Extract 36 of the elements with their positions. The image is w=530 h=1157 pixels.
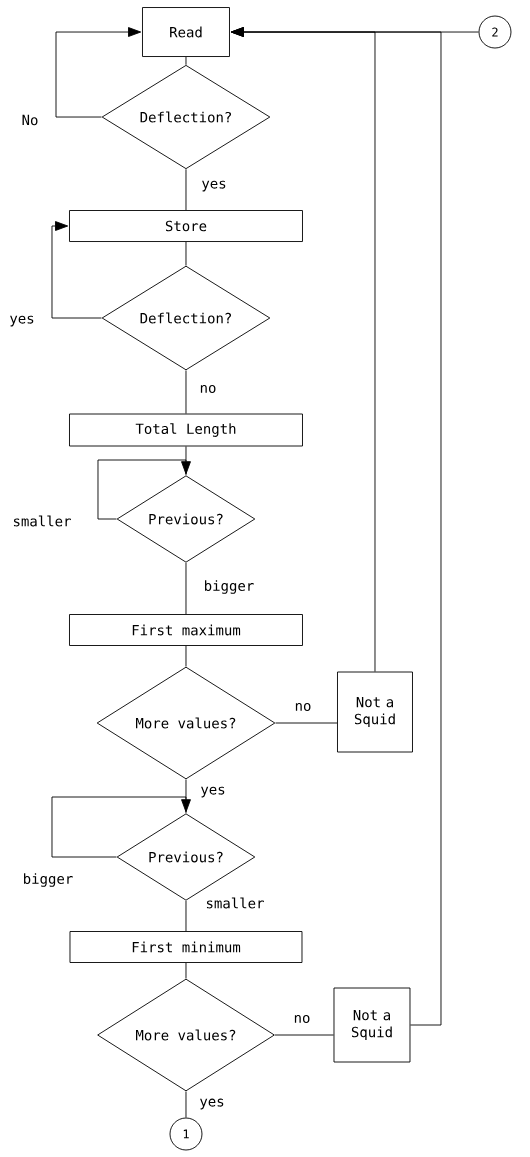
edge-label: yes: [202, 180, 226, 192]
edge-label: smaller: [13, 515, 71, 527]
arrow: [230, 27, 479, 37]
process-box: Total Length: [69, 413, 303, 447]
arrow: [97, 459, 191, 520]
connector-line: [185, 900, 187, 932]
arrow: [51, 221, 102, 319]
connector-line: [185, 370, 187, 414]
connector-line: [185, 446, 187, 476]
process-box: Not a Squid: [337, 671, 413, 753]
connector-line: [185, 779, 187, 814]
process-box: Read: [142, 7, 230, 57]
edge-label: no: [200, 385, 216, 394]
arrow: [51, 796, 191, 858]
connector-line: [185, 562, 187, 615]
connector-line: [185, 645, 187, 667]
edge-label: yes: [201, 786, 225, 798]
edge-label: yes: [200, 1098, 224, 1110]
connector-line: [185, 56, 187, 66]
connector-line: [185, 168, 187, 211]
arrow: [55, 27, 142, 118]
connector-line: [185, 1091, 187, 1118]
connector-line: [275, 722, 338, 724]
edge-label: bigger: [205, 580, 254, 594]
edge-label: no: [294, 1015, 310, 1024]
edge-label: no: [295, 703, 311, 712]
edge-label: No: [22, 114, 38, 126]
process-box: First minimum: [69, 931, 303, 963]
process-box: Store: [69, 210, 303, 242]
connector-line: [274, 1034, 334, 1036]
edge-label: yes: [10, 315, 34, 327]
process-box: First maximum: [69, 614, 303, 646]
process-box: Not a Squid: [333, 987, 411, 1063]
connector-line: [185, 241, 187, 266]
edge-label: bigger: [24, 873, 73, 887]
connector-line: [185, 962, 187, 979]
